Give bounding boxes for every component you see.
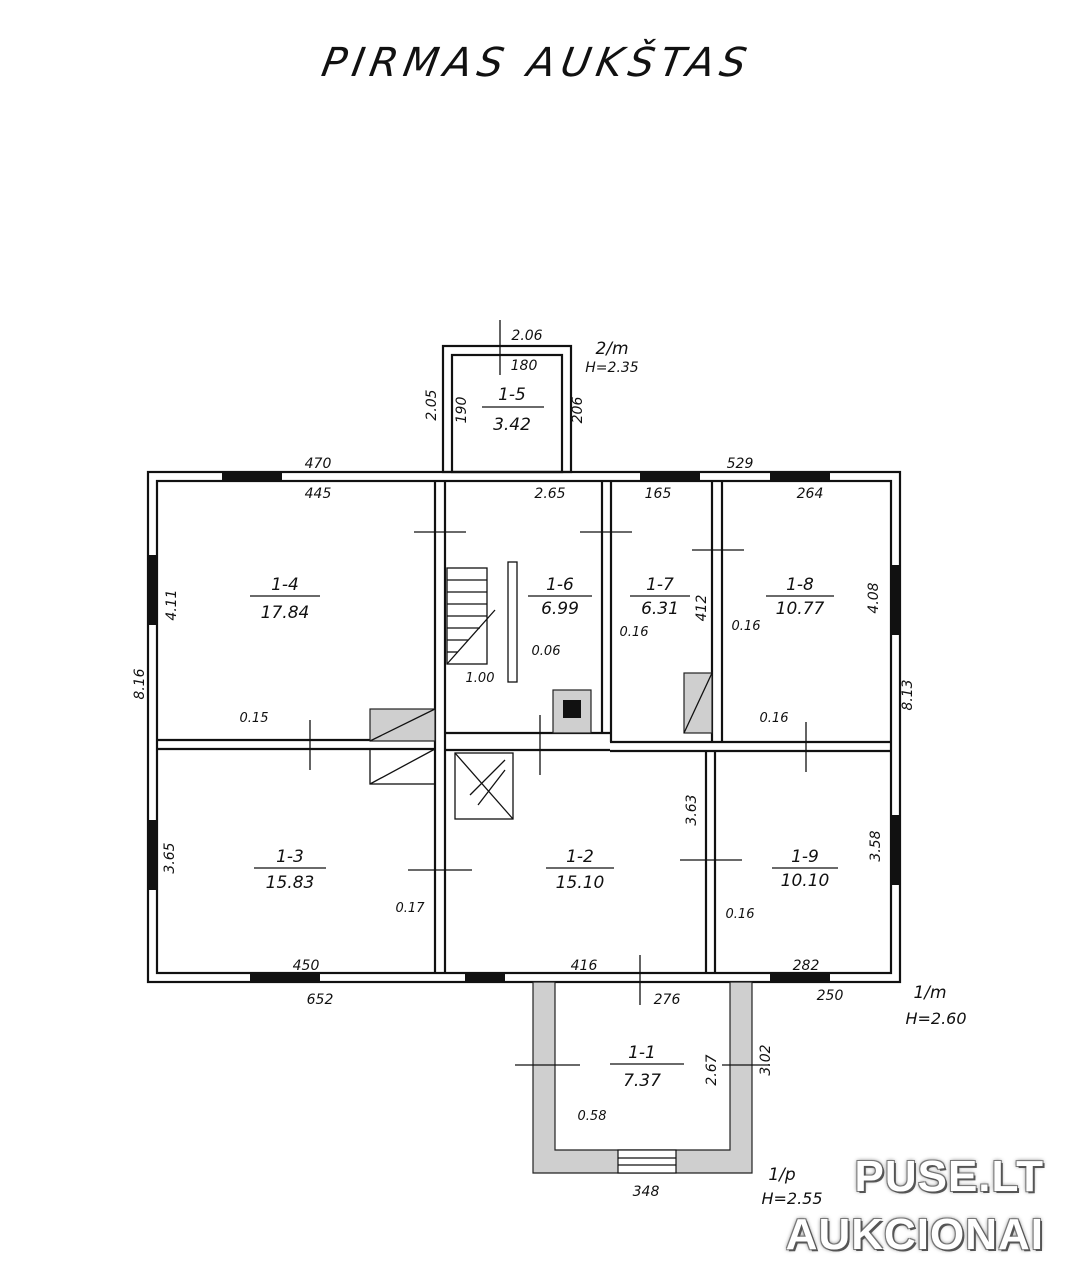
annotation: 2/m — [595, 339, 628, 359]
dim-label: 206 — [570, 397, 586, 424]
annotation: H=2.55 — [761, 1189, 822, 1208]
outer-walls — [146, 470, 902, 984]
annotation: H=2.60 — [905, 1009, 966, 1028]
dim-label: 250 — [817, 988, 844, 1004]
annotation: 1/m — [913, 983, 946, 1003]
dim-label: 0.16 — [760, 711, 789, 726]
room-area: 10.77 — [776, 599, 825, 619]
dimension-labels: 470 445 2.65 165 529 264 2.06 180 2.05 1… — [132, 328, 916, 1200]
dim-label: 190 — [454, 397, 470, 424]
annotation: H=2.35 — [585, 360, 639, 376]
dim-label: 416 — [571, 958, 598, 974]
height-annotations: 2/m H=2.35 1/m H=2.60 1/p H=2.55 — [585, 339, 966, 1208]
dim-label: 0.58 — [578, 1109, 607, 1124]
dim-label: 470 — [305, 456, 332, 472]
watermark-line2: AUKCIONAI — [785, 1210, 1044, 1259]
dim-label: 2.06 — [511, 328, 542, 344]
interior-walls — [157, 481, 891, 973]
dim-label: 412 — [694, 595, 710, 622]
annotation: 1/p — [768, 1165, 796, 1185]
room-id: 1-3 — [276, 847, 304, 867]
dim-label: 348 — [633, 1184, 660, 1200]
dim-label: 180 — [511, 358, 538, 374]
porch-top — [441, 320, 573, 474]
dim-label: 4.08 — [866, 582, 882, 613]
porch-bottom — [515, 981, 770, 1174]
dim-label: 0.15 — [240, 711, 269, 726]
room-id: 1-5 — [498, 385, 526, 405]
dim-label: 529 — [727, 456, 754, 472]
dim-label: 1.00 — [466, 671, 495, 686]
dim-label: 0.17 — [396, 901, 426, 916]
dim-label: 0.16 — [732, 619, 761, 634]
room-id: 1-9 — [791, 847, 819, 867]
dim-label: 165 — [645, 486, 672, 502]
stoves — [369, 672, 713, 820]
dim-label: 2.67 — [704, 1054, 720, 1085]
dim-label: 3.02 — [758, 1044, 774, 1075]
dim-label: 3.63 — [684, 794, 700, 825]
dim-label: 445 — [305, 486, 332, 502]
room-area: 6.99 — [541, 599, 579, 619]
dim-label: 8.13 — [900, 679, 916, 710]
dim-label: 652 — [307, 992, 334, 1008]
room-area: 7.37 — [623, 1071, 661, 1091]
watermark-line1: PUSE.LT — [854, 1152, 1044, 1201]
dim-label: 276 — [654, 992, 681, 1008]
dim-label: 2.05 — [424, 389, 440, 420]
room-area: 10.10 — [781, 871, 830, 891]
dim-label: 0.06 — [532, 644, 561, 659]
dim-label: 3.58 — [868, 830, 884, 861]
dim-label: 8.16 — [132, 668, 148, 699]
dim-label: 0.16 — [726, 907, 755, 922]
stairs — [446, 561, 518, 683]
room-id: 1-2 — [566, 847, 594, 867]
dim-label: 282 — [793, 958, 820, 974]
room-area: 6.31 — [641, 599, 679, 619]
room-labels: 1-1 7.37 1-2 15.10 1-3 15.83 1-4 17.84 1… — [250, 385, 838, 1091]
doors — [309, 531, 807, 1005]
room-area: 15.10 — [556, 873, 605, 893]
dim-label: 4.11 — [164, 589, 180, 620]
dim-label: 2.65 — [534, 486, 565, 502]
dim-label: 450 — [293, 958, 320, 974]
room-area: 3.42 — [493, 415, 531, 435]
room-area: 15.83 — [266, 873, 315, 893]
dim-label: 0.16 — [620, 625, 649, 640]
room-area: 17.84 — [261, 603, 310, 623]
room-id: 1-4 — [271, 575, 299, 595]
windows — [148, 472, 900, 982]
room-id: 1-1 — [628, 1043, 656, 1063]
room-id: 1-8 — [786, 575, 814, 595]
room-id: 1-7 — [646, 575, 674, 595]
dim-label: 264 — [797, 486, 824, 502]
room-id: 1-6 — [546, 575, 574, 595]
dim-label: 3.65 — [162, 842, 178, 873]
